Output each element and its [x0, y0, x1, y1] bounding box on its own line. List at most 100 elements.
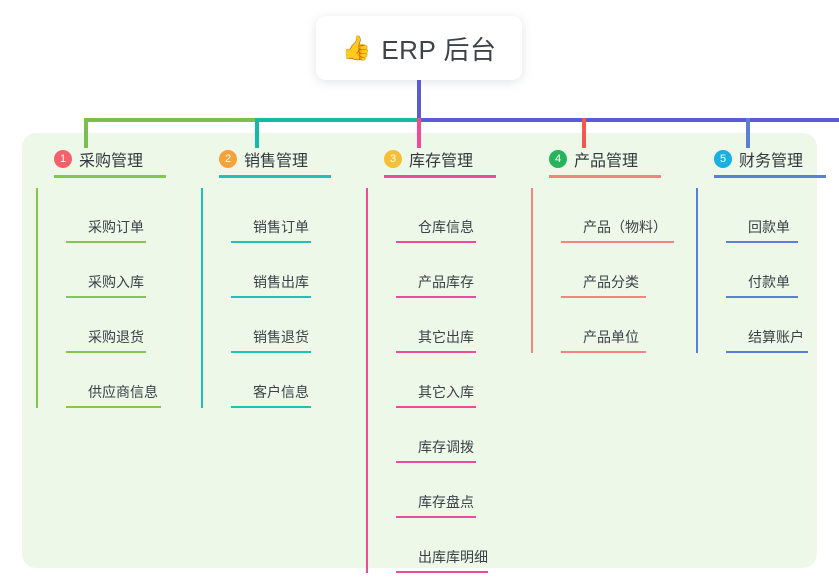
- leaf-item-label: 其它出库: [418, 329, 474, 345]
- leaf-item-label: 产品分类: [583, 274, 639, 290]
- column-spine-line: [696, 188, 698, 353]
- thumbs-up-emoji: 👍: [341, 34, 372, 62]
- leaf-item-rule: [231, 406, 311, 408]
- column-items: 采购订单采购入库采购退货供应商信息: [36, 188, 196, 408]
- leaf-item-label: 回款单: [748, 219, 790, 235]
- leaf-item-label: 销售出库: [253, 274, 309, 290]
- branch-drop-4: [582, 118, 586, 148]
- leaf-item-rule: [561, 351, 646, 353]
- column-items: 回款单付款单结算账户: [696, 188, 839, 353]
- branch-drop-2: [255, 118, 259, 148]
- leaf-item-label: 出库库明细: [418, 549, 488, 565]
- leaf-item[interactable]: 供应商信息: [66, 353, 196, 408]
- leaf-item-label: 产品单位: [583, 329, 639, 345]
- content-panel: [22, 133, 817, 568]
- root-node-title: ERP 后台: [381, 34, 497, 65]
- leaf-item[interactable]: 产品单位: [561, 298, 701, 353]
- leaf-item-label: 采购订单: [88, 219, 144, 235]
- leaf-item-rule: [396, 241, 476, 243]
- leaf-item-rule: [396, 351, 476, 353]
- leaf-item[interactable]: 客户信息: [231, 353, 361, 408]
- column-spine-line: [201, 188, 203, 408]
- leaf-item-rule: [66, 406, 161, 408]
- leaf-item-rule: [396, 296, 476, 298]
- bus-segment-1: [84, 118, 257, 122]
- leaf-item[interactable]: 销售出库: [231, 243, 361, 298]
- column-header-rule: [219, 175, 331, 178]
- leaf-item-label: 销售订单: [253, 219, 309, 235]
- leaf-item-rule: [396, 571, 488, 573]
- leaf-item[interactable]: 销售订单: [231, 188, 361, 243]
- leaf-item-rule: [726, 241, 798, 243]
- column-header-rule: [384, 175, 496, 178]
- leaf-item-label: 采购入库: [88, 274, 144, 290]
- column-header-rule: [714, 175, 826, 178]
- leaf-item-label: 付款单: [748, 274, 790, 290]
- branch-column-财务管理: 5 财务管理回款单付款单结算账户: [696, 140, 839, 353]
- leaf-item-rule: [396, 516, 476, 518]
- leaf-item[interactable]: 产品库存: [396, 243, 526, 298]
- leaf-item-label: 库存盘点: [418, 494, 474, 510]
- column-header-rule: [549, 175, 661, 178]
- root-node-erp-backend[interactable]: 👍 ERP 后台: [316, 16, 522, 80]
- leaf-item[interactable]: 出库库明细: [396, 518, 526, 573]
- leaf-item-rule: [726, 351, 808, 353]
- branch-column-产品管理: 4 产品管理产品（物料） 产品分类产品单位: [531, 140, 701, 353]
- leaf-item-label: 其它入库: [418, 384, 474, 400]
- leaf-item[interactable]: 采购退货: [66, 298, 196, 353]
- leaf-item[interactable]: 付款单: [726, 243, 839, 298]
- leaf-item[interactable]: 回款单: [726, 188, 839, 243]
- leaf-item-rule: [726, 296, 798, 298]
- leaf-item[interactable]: 其它出库: [396, 298, 526, 353]
- column-spine-line: [366, 188, 368, 573]
- leaf-item-rule: [231, 296, 311, 298]
- column-title: 采购管理: [79, 153, 144, 170]
- leaf-item[interactable]: 库存调拨: [396, 408, 526, 463]
- leaf-item-rule: [396, 406, 476, 408]
- leaf-item[interactable]: 产品分类: [561, 243, 701, 298]
- column-spine-line: [531, 188, 533, 353]
- column-header-4[interactable]: 4 产品管理: [531, 140, 701, 178]
- branch-drop-1: [84, 118, 88, 148]
- leaf-item-label: 产品库存: [418, 274, 474, 290]
- leaf-item[interactable]: 产品（物料）: [561, 188, 701, 243]
- leaf-item[interactable]: 采购入库: [66, 243, 196, 298]
- column-title: 库存管理: [409, 153, 474, 170]
- number-badge-icon: 5: [714, 150, 732, 168]
- column-spine-line: [36, 188, 38, 408]
- number-badge-icon: 4: [549, 150, 567, 168]
- leaf-item-label: 产品（物料）: [583, 219, 667, 235]
- root-stem-line: [417, 80, 421, 120]
- leaf-item-rule: [231, 241, 311, 243]
- leaf-item-label: 库存调拨: [418, 439, 474, 455]
- leaf-item[interactable]: 库存盘点: [396, 463, 526, 518]
- column-title: 财务管理: [739, 153, 804, 170]
- leaf-item[interactable]: 结算账户: [726, 298, 839, 353]
- column-title: 产品管理: [574, 153, 639, 170]
- leaf-item-label: 采购退货: [88, 329, 144, 345]
- number-badge-icon: 2: [219, 150, 237, 168]
- leaf-item-label: 仓库信息: [418, 219, 474, 235]
- leaf-item-rule: [561, 241, 674, 243]
- bus-segment-3: [417, 118, 839, 122]
- leaf-item[interactable]: 仓库信息: [396, 188, 526, 243]
- leaf-item-label: 供应商信息: [88, 384, 158, 400]
- leaf-item-label: 销售退货: [253, 329, 309, 345]
- column-header-rule: [54, 175, 166, 178]
- leaf-item[interactable]: 采购订单: [66, 188, 196, 243]
- column-header-5[interactable]: 5 财务管理: [696, 140, 839, 178]
- leaf-item-label: 结算账户: [748, 329, 804, 345]
- leaf-item-rule: [66, 241, 146, 243]
- leaf-item[interactable]: 其它入库: [396, 353, 526, 408]
- leaf-item-rule: [66, 351, 146, 353]
- leaf-item[interactable]: 销售退货: [231, 298, 361, 353]
- column-items: 产品（物料） 产品分类产品单位: [531, 188, 701, 353]
- leaf-item-rule: [231, 351, 311, 353]
- branch-drop-5: [746, 118, 750, 148]
